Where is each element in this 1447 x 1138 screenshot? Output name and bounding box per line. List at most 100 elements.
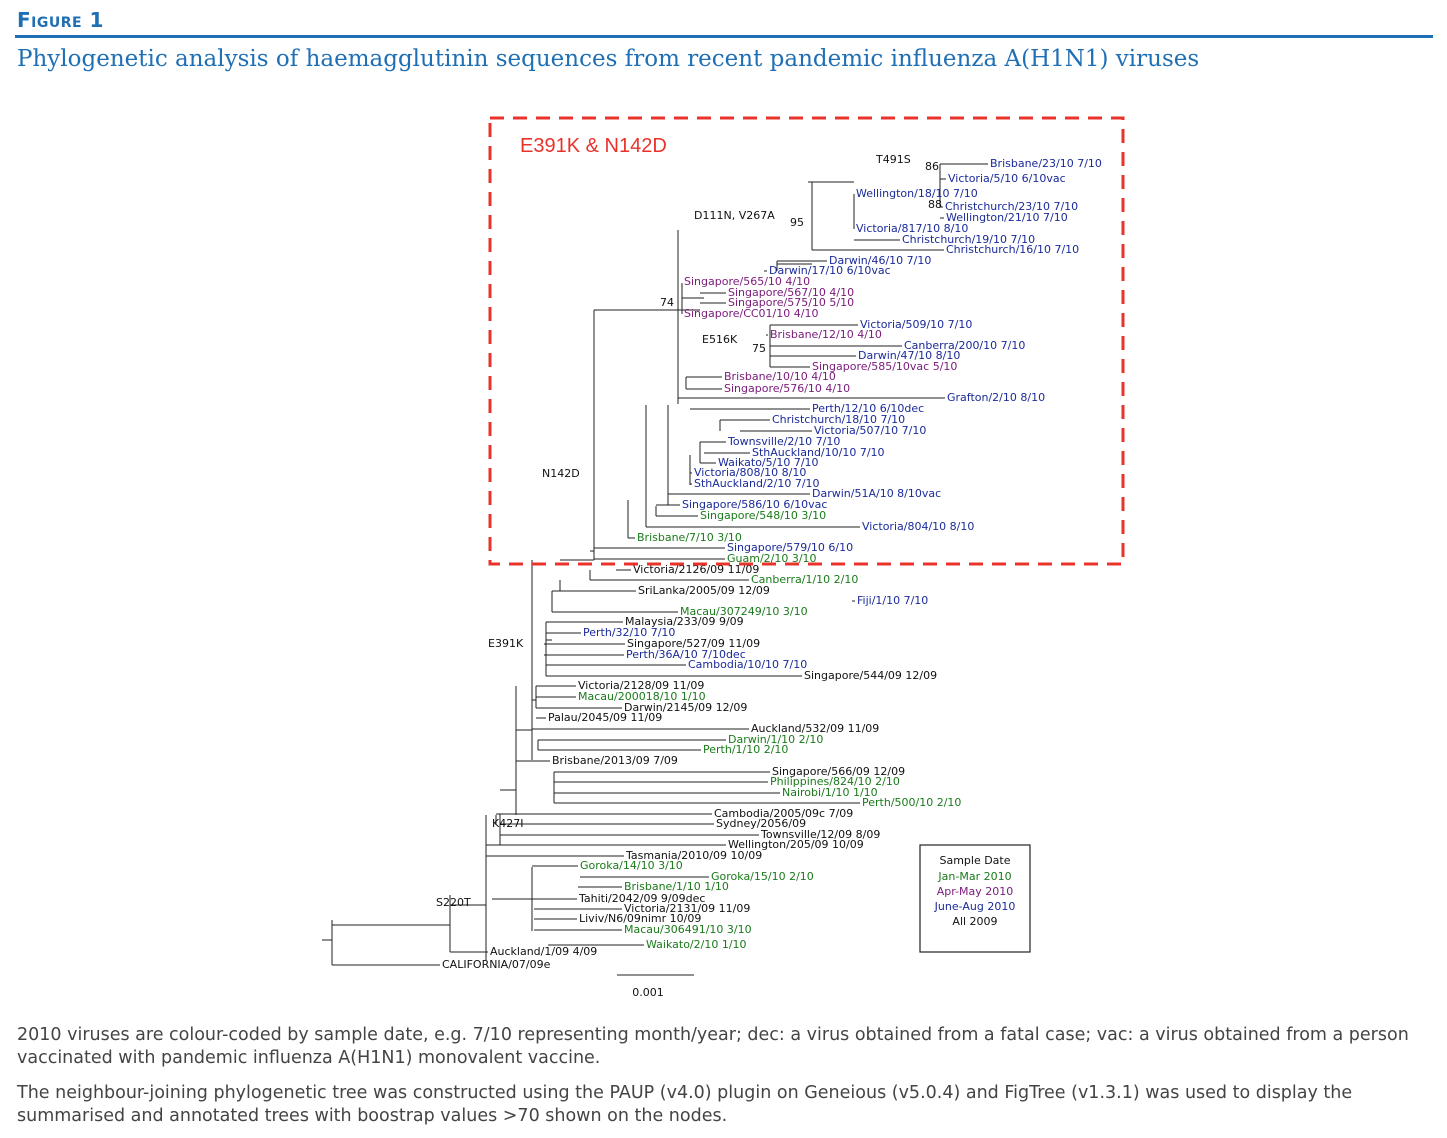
node-label: 75 [752, 342, 766, 355]
taxon-label: SthAuckland/2/10 7/10 [694, 477, 820, 490]
taxon-label: Brisbane/23/10 7/10 [990, 157, 1102, 170]
taxon-label: Brisbane/10/10 4/10 [724, 370, 836, 383]
taxon-label: Singapore/566/09 12/09 [772, 765, 905, 778]
node-label: 95 [790, 216, 804, 229]
legend-item: June-Aug 2010 [934, 900, 1016, 913]
highlight-box [488, 116, 1125, 566]
taxon-label: Palau/2045/09 11/09 [548, 711, 662, 724]
taxon-label: Victoria/2126/09 11/09 [633, 563, 759, 576]
taxon-label: Townsville/12/09 8/09 [760, 828, 880, 841]
taxon-label: Victoria/509/10 7/10 [860, 318, 972, 331]
taxon-label: Wellington/18/10 7/10 [856, 187, 978, 200]
node-label: E516K [702, 333, 738, 346]
taxon-label: Darwin/17/10 6/10vac [769, 264, 891, 277]
node-label: D111N, V267A [694, 209, 775, 222]
taxon-label: Brisbane/1/10 1/10 [624, 880, 729, 893]
legend-item: Apr-May 2010 [937, 885, 1014, 898]
taxon-label: Darwin/47/10 8/10 [858, 349, 960, 362]
taxon-label: Perth/500/10 2/10 [862, 796, 961, 809]
node-label: 74 [660, 296, 674, 309]
taxon-label: Brisbane/2013/09 7/09 [552, 754, 678, 767]
taxon-label: SriLanka/2005/09 12/09 [638, 584, 770, 597]
title-rule [15, 35, 1433, 38]
taxon-label: Perth/36A/10 7/10dec [626, 648, 746, 661]
taxon-label: Macau/307249/10 3/10 [680, 605, 808, 618]
taxon-label: Victoria/2131/09 11/09 [624, 902, 750, 915]
taxon-label: Sydney/2056/09 [716, 817, 806, 830]
scale-label: 0.001 [632, 986, 664, 999]
taxon-label: Auckland/1/09 4/09 [490, 945, 597, 958]
node-label: K427I [492, 817, 523, 830]
taxon-label: Darwin/2145/09 12/09 [624, 701, 747, 714]
taxon-label: Singapore/527/09 11/09 [627, 637, 760, 650]
taxon-label: Tasmania/2010/09 10/09 [625, 849, 762, 862]
taxon-label: Singapore/565/10 4/10 [684, 275, 810, 288]
taxon-label: Darwin/1/10 2/10 [728, 733, 823, 746]
taxon-label: Cambodia/10/10 7/10 [688, 658, 807, 671]
taxon-label: Waikato/2/10 1/10 [646, 938, 747, 951]
taxon-label: SthAuckland/10/10 7/10 [752, 446, 885, 459]
taxon-label: Victoria/808/10 8/10 [694, 466, 806, 479]
taxon-label: Christchurch/23/10 7/10 [945, 200, 1078, 213]
taxon-label: Darwin/46/10 7/10 [829, 254, 931, 267]
legend-item: Jan-Mar 2010 [937, 870, 1011, 883]
node-label: T491S [875, 153, 911, 166]
taxon-label: Wellington/21/10 7/10 [946, 211, 1068, 224]
taxon-label: Christchurch/16/10 7/10 [946, 243, 1079, 256]
taxon-label: CALIFORNIA/07/09e [442, 958, 551, 971]
taxon-label: Wellington/205/09 10/09 [728, 838, 864, 851]
taxon-label: Victoria/507/10 7/10 [814, 424, 926, 437]
taxon-label: Brisbane/7/10 3/10 [637, 531, 742, 544]
taxon-label: Cambodia/2005/09c 7/09 [714, 807, 853, 820]
legend-title: Sample Date [939, 854, 1010, 867]
taxon-label: Singapore/579/10 6/10 [727, 541, 853, 554]
taxon-label: Fiji/1/10 7/10 [857, 594, 928, 607]
taxon-label: Singapore/CC01/10 4/10 [684, 307, 818, 320]
taxon-label: Goroka/14/10 3/10 [580, 859, 683, 872]
taxon-label: Singapore/576/10 4/10 [724, 382, 850, 395]
taxon-label: Macau/306491/10 3/10 [624, 923, 752, 936]
taxon-label: Canberra/1/10 2/10 [751, 573, 858, 586]
taxon-label: Waikato/5/10 7/10 [718, 456, 819, 469]
taxon-label: Singapore/548/10 3/10 [700, 509, 826, 522]
taxon-label: Perth/32/10 7/10 [583, 626, 675, 639]
taxon-label: Victoria/5/10 6/10vac [948, 172, 1066, 185]
taxon-label: Singapore/544/09 12/09 [804, 669, 937, 682]
taxon-label: Grafton/2/10 8/10 [947, 391, 1045, 404]
taxon-label: Singapore/567/10 4/10 [728, 286, 854, 299]
caption-paragraph-1: 2010 viruses are colour-coded by sample … [17, 1025, 1409, 1068]
taxon-label: Townsville/2/10 7/10 [727, 435, 840, 448]
taxon-label: Singapore/585/10vac 5/10 [812, 360, 957, 373]
node-label: 88 [928, 198, 942, 211]
legend-box: Sample Date Jan-Mar 2010 Apr-May 2010 Ju… [919, 844, 1031, 953]
taxon-label: Auckland/532/09 11/09 [751, 722, 879, 735]
taxon-label: Macau/200018/10 1/10 [578, 690, 706, 703]
taxon-label: Victoria/804/10 8/10 [862, 520, 974, 533]
taxon-label: Canberra/200/10 7/10 [904, 339, 1025, 352]
taxon-label: Perth/1/10 2/10 [703, 743, 788, 756]
taxon-label: Malaysia/233/09 9/09 [625, 615, 744, 628]
node-label: E391K [488, 637, 524, 650]
taxon-label: Singapore/586/10 6/10vac [682, 498, 827, 511]
taxon-label: Christchurch/18/10 7/10 [772, 413, 905, 426]
taxon-label: Goroka/15/10 2/10 [711, 870, 814, 883]
taxon-label: Liviv/N6/09nimr 10/09 [579, 912, 701, 925]
node-label: S220T [436, 896, 471, 909]
figure-label: Figure 1 [17, 8, 104, 32]
node-label: 86 [925, 160, 939, 173]
caption-paragraph-2: The neighbour-joining phylogenetic tree … [17, 1083, 1353, 1126]
taxon-label: Victoria/817/10 8/10 [856, 222, 968, 235]
highlight-box-label: E391K & N142D [520, 135, 667, 157]
taxon-label: Perth/12/10 6/10dec [812, 402, 924, 415]
tree-branches [322, 163, 988, 966]
taxon-label: Philippines/824/10 2/10 [770, 775, 900, 788]
taxon-label: Victoria/2128/09 11/09 [578, 679, 704, 692]
legend-item: All 2009 [952, 915, 997, 928]
taxon-label: Singapore/575/10 5/10 [728, 296, 854, 309]
taxon-label: Guam/2/10 3/10 [727, 552, 817, 565]
taxon-label: Brisbane/12/10 4/10 [770, 328, 882, 341]
figure-title: Phylogenetic analysis of haemagglutinin … [17, 46, 1200, 72]
taxon-label: Tahiti/2042/09 9/09dec [578, 892, 705, 905]
